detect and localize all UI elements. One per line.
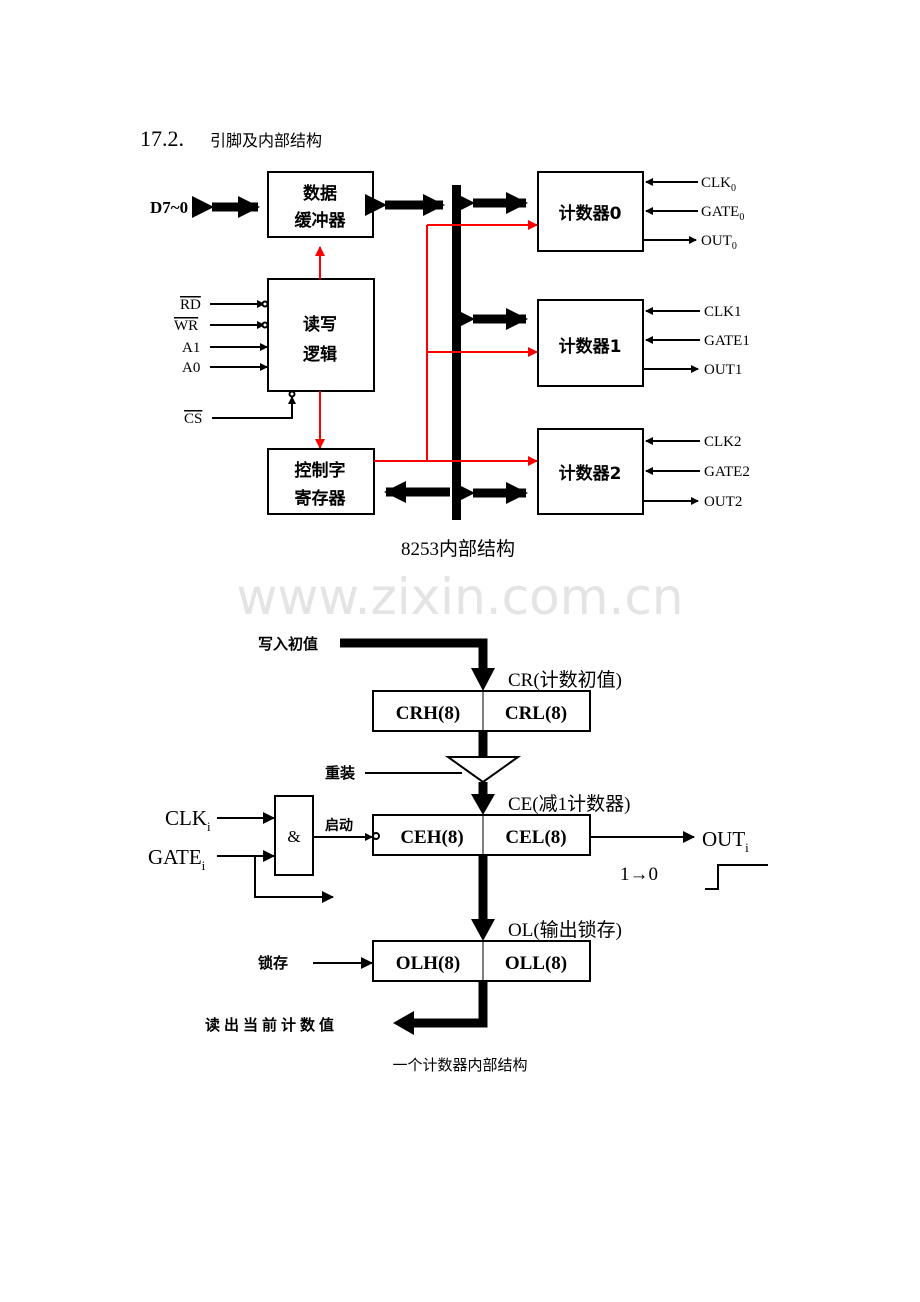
section-title: 引脚及内部结构 — [210, 132, 322, 150]
clk2-label: CLK2 — [704, 434, 742, 450]
counter-0-box — [537, 171, 644, 252]
crl-label: CRL(8) — [505, 703, 567, 724]
olh-label: OLH(8) — [396, 953, 460, 974]
gate0-label: GATE0 — [701, 204, 744, 223]
crh-label: CRH(8) — [396, 703, 460, 724]
rw-logic-label-1: 读写 — [303, 314, 337, 335]
cr-label: CR(计数初值) — [508, 669, 622, 691]
start-label: 启动 — [325, 817, 353, 834]
section-number: 17.2. — [140, 126, 184, 151]
diagram-8253-internal: 数据 缓冲器 D7~0 读写 逻辑 RD WR A1 A0 CS 控制字 寄存器 — [150, 171, 750, 560]
out0-label: OUT0 — [701, 233, 737, 252]
gate1-label: GATE1 — [704, 333, 750, 349]
a1-label: A1 — [182, 340, 200, 356]
cr-register — [372, 690, 591, 732]
latch-label: 锁存 — [258, 954, 288, 972]
ceh-label: CEH(8) — [400, 827, 463, 848]
gate-i-label: GATEi — [148, 845, 206, 873]
transition-label: 1→0 — [620, 864, 658, 885]
data-buffer-label-2: 缓冲器 — [295, 210, 347, 231]
counter-1-box — [537, 299, 644, 387]
counter-1-label: 计数器1 — [559, 336, 622, 357]
wr-label: WR — [174, 318, 198, 334]
oll-label: OLL(8) — [505, 953, 567, 974]
out1-label: OUT1 — [704, 362, 742, 378]
ol-label: OL(输出锁存) — [508, 919, 622, 941]
clk1-label: CLK1 — [704, 304, 742, 320]
cs-label: CS — [184, 411, 202, 427]
read-current-label: 读出当前计数值 — [205, 1016, 338, 1034]
diagram-counter-internal: 写入初值 CR(计数初值) CRH(8) CRL(8) 重装 CE(减1计数器)… — [148, 635, 768, 1074]
output-waveform — [705, 864, 768, 890]
and-gate-symbol: & — [287, 827, 300, 846]
diagram2-caption: 一个计数器内部结构 — [392, 1057, 527, 1074]
reload-buffer-triangle — [444, 756, 522, 784]
cel-label: CEL(8) — [505, 827, 566, 848]
a0-label: A0 — [182, 360, 200, 376]
and-gate — [274, 795, 314, 876]
data-bus-label: D7~0 — [150, 198, 188, 217]
control-register-box — [267, 448, 375, 515]
ce-label: CE(减1计数器) — [508, 793, 630, 815]
rw-logic-label-2: 逻辑 — [303, 344, 337, 365]
watermark: www.zixin.com.cn — [236, 568, 683, 626]
control-register-label-2: 寄存器 — [295, 488, 347, 509]
control-register-label-1: 控制字 — [295, 460, 346, 481]
reload-label: 重装 — [325, 764, 356, 782]
rd-label: RD — [180, 297, 201, 313]
clk-i-label: CLKi — [165, 806, 211, 834]
data-buffer-box — [267, 171, 374, 238]
counter-2-label: 计数器2 — [559, 463, 622, 484]
diagram1-caption: 8253内部结构 — [401, 538, 515, 560]
out-i-label: OUTi — [702, 827, 749, 855]
out2-label: OUT2 — [704, 494, 742, 510]
data-buffer-label-1: 数据 — [303, 183, 337, 204]
write-initial-label: 写入初值 — [258, 635, 318, 653]
gate2-label: GATE2 — [704, 464, 750, 480]
counter-2-box — [537, 428, 644, 515]
rw-logic-box — [267, 278, 375, 392]
counter-0-label: 计数器0 — [559, 203, 622, 224]
ol-register — [372, 940, 591, 982]
clk0-label: CLK0 — [701, 175, 736, 194]
